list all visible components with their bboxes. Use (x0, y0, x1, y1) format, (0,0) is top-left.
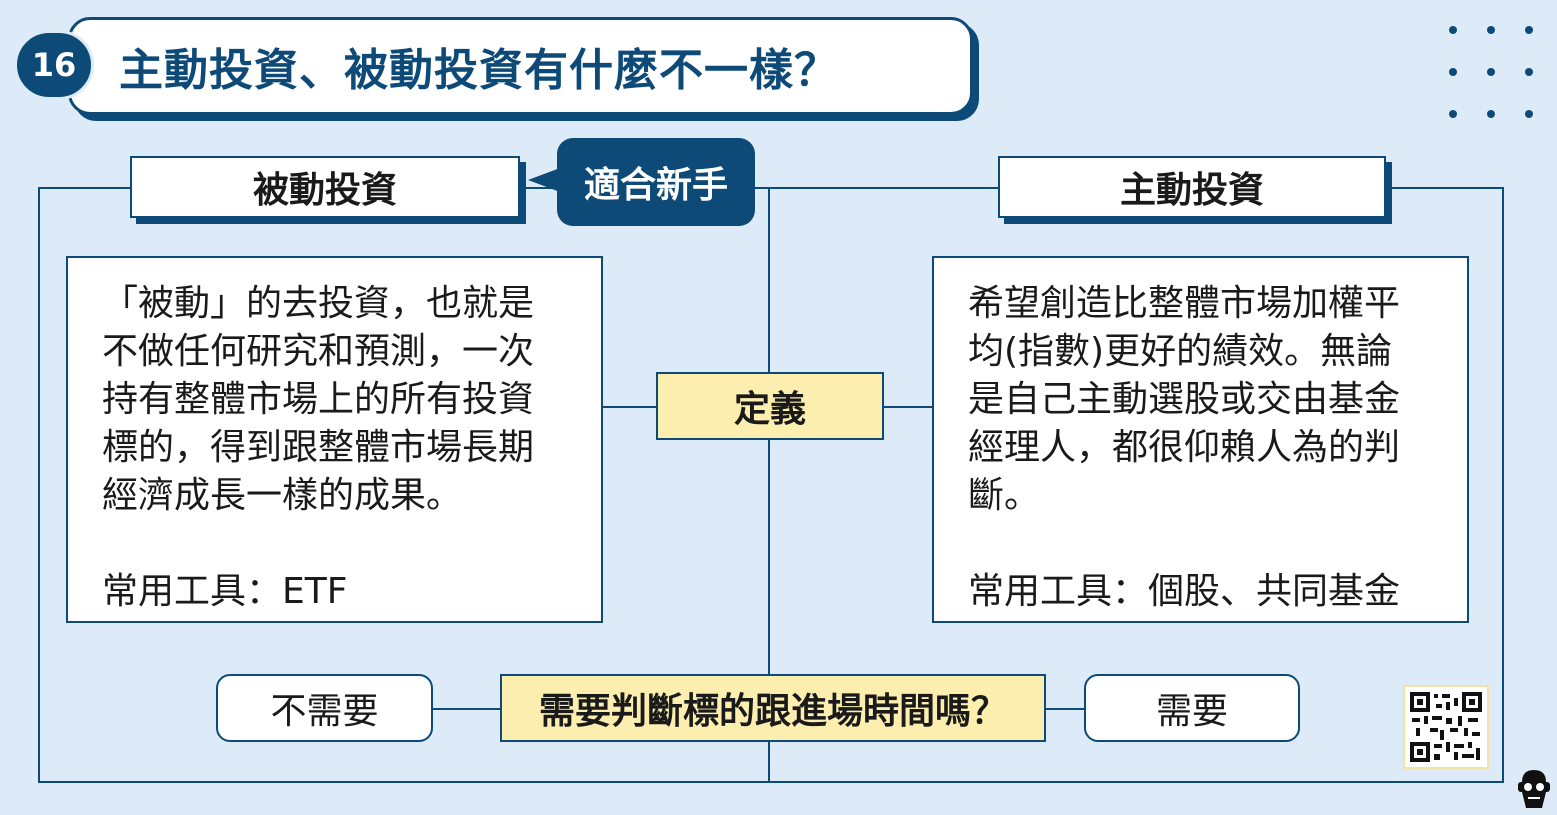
passive-definition: 「被動」的去投資，也就是 不做任何研究和預測，一次 持有整體市場上的所有投資 標… (66, 256, 603, 623)
text-line: 持有整體市場上的所有投資 (102, 379, 535, 420)
connector-line (602, 406, 658, 408)
active-header: 主動投資 (998, 156, 1386, 218)
text-line: 經理人，都很仰賴人為的判 (968, 427, 1401, 468)
connector-line (432, 708, 502, 710)
connector-line (1045, 708, 1085, 710)
mascot-icon (1514, 768, 1554, 812)
title-text: 主動投資、被動投資有什麼不一樣？ (119, 45, 839, 96)
active-definition: 希望創造比整體市場加權平 均(指數)更好的績效。無論 是自己主動選股或交由基金 … (932, 256, 1469, 623)
definition-label: 定義 (656, 372, 884, 440)
text-line: 不做任何研究和預測，一次 (102, 331, 535, 372)
tools-line: 常用工具：ETF (102, 571, 348, 612)
text-line: 「被動」的去投資，也就是 (102, 283, 535, 324)
text-line: 是自己主動選股或交由基金 (968, 379, 1401, 420)
text-line: 經濟成長一樣的成果。 (102, 475, 463, 516)
page-title: 主動投資、被動投資有什麼不一樣？ (68, 17, 973, 115)
question-label: 需要判斷標的跟進場時間嗎？ (500, 674, 1046, 742)
tools-line: 常用工具：個股、共同基金 (968, 571, 1401, 612)
text-line: 希望創造比整體市場加權平 (968, 283, 1401, 324)
text-line: 標的，得到跟整體市場長期 (102, 427, 535, 468)
dots-decoration-icon (1447, 22, 1537, 122)
text-line: 斷。 (968, 475, 1041, 516)
active-answer: 需要 (1084, 674, 1300, 742)
qr-code-icon[interactable] (1403, 685, 1489, 769)
text-line: 均(指數)更好的績效。無論 (968, 331, 1393, 372)
connector-line (882, 406, 934, 408)
beginner-tag: 適合新手 (557, 138, 755, 226)
passive-answer: 不需要 (216, 674, 433, 742)
center-divider (768, 187, 770, 783)
diagram-frame (38, 187, 1504, 783)
number-badge: 16 (14, 30, 94, 100)
tag-pointer (528, 168, 560, 192)
passive-header: 被動投資 (130, 156, 520, 218)
